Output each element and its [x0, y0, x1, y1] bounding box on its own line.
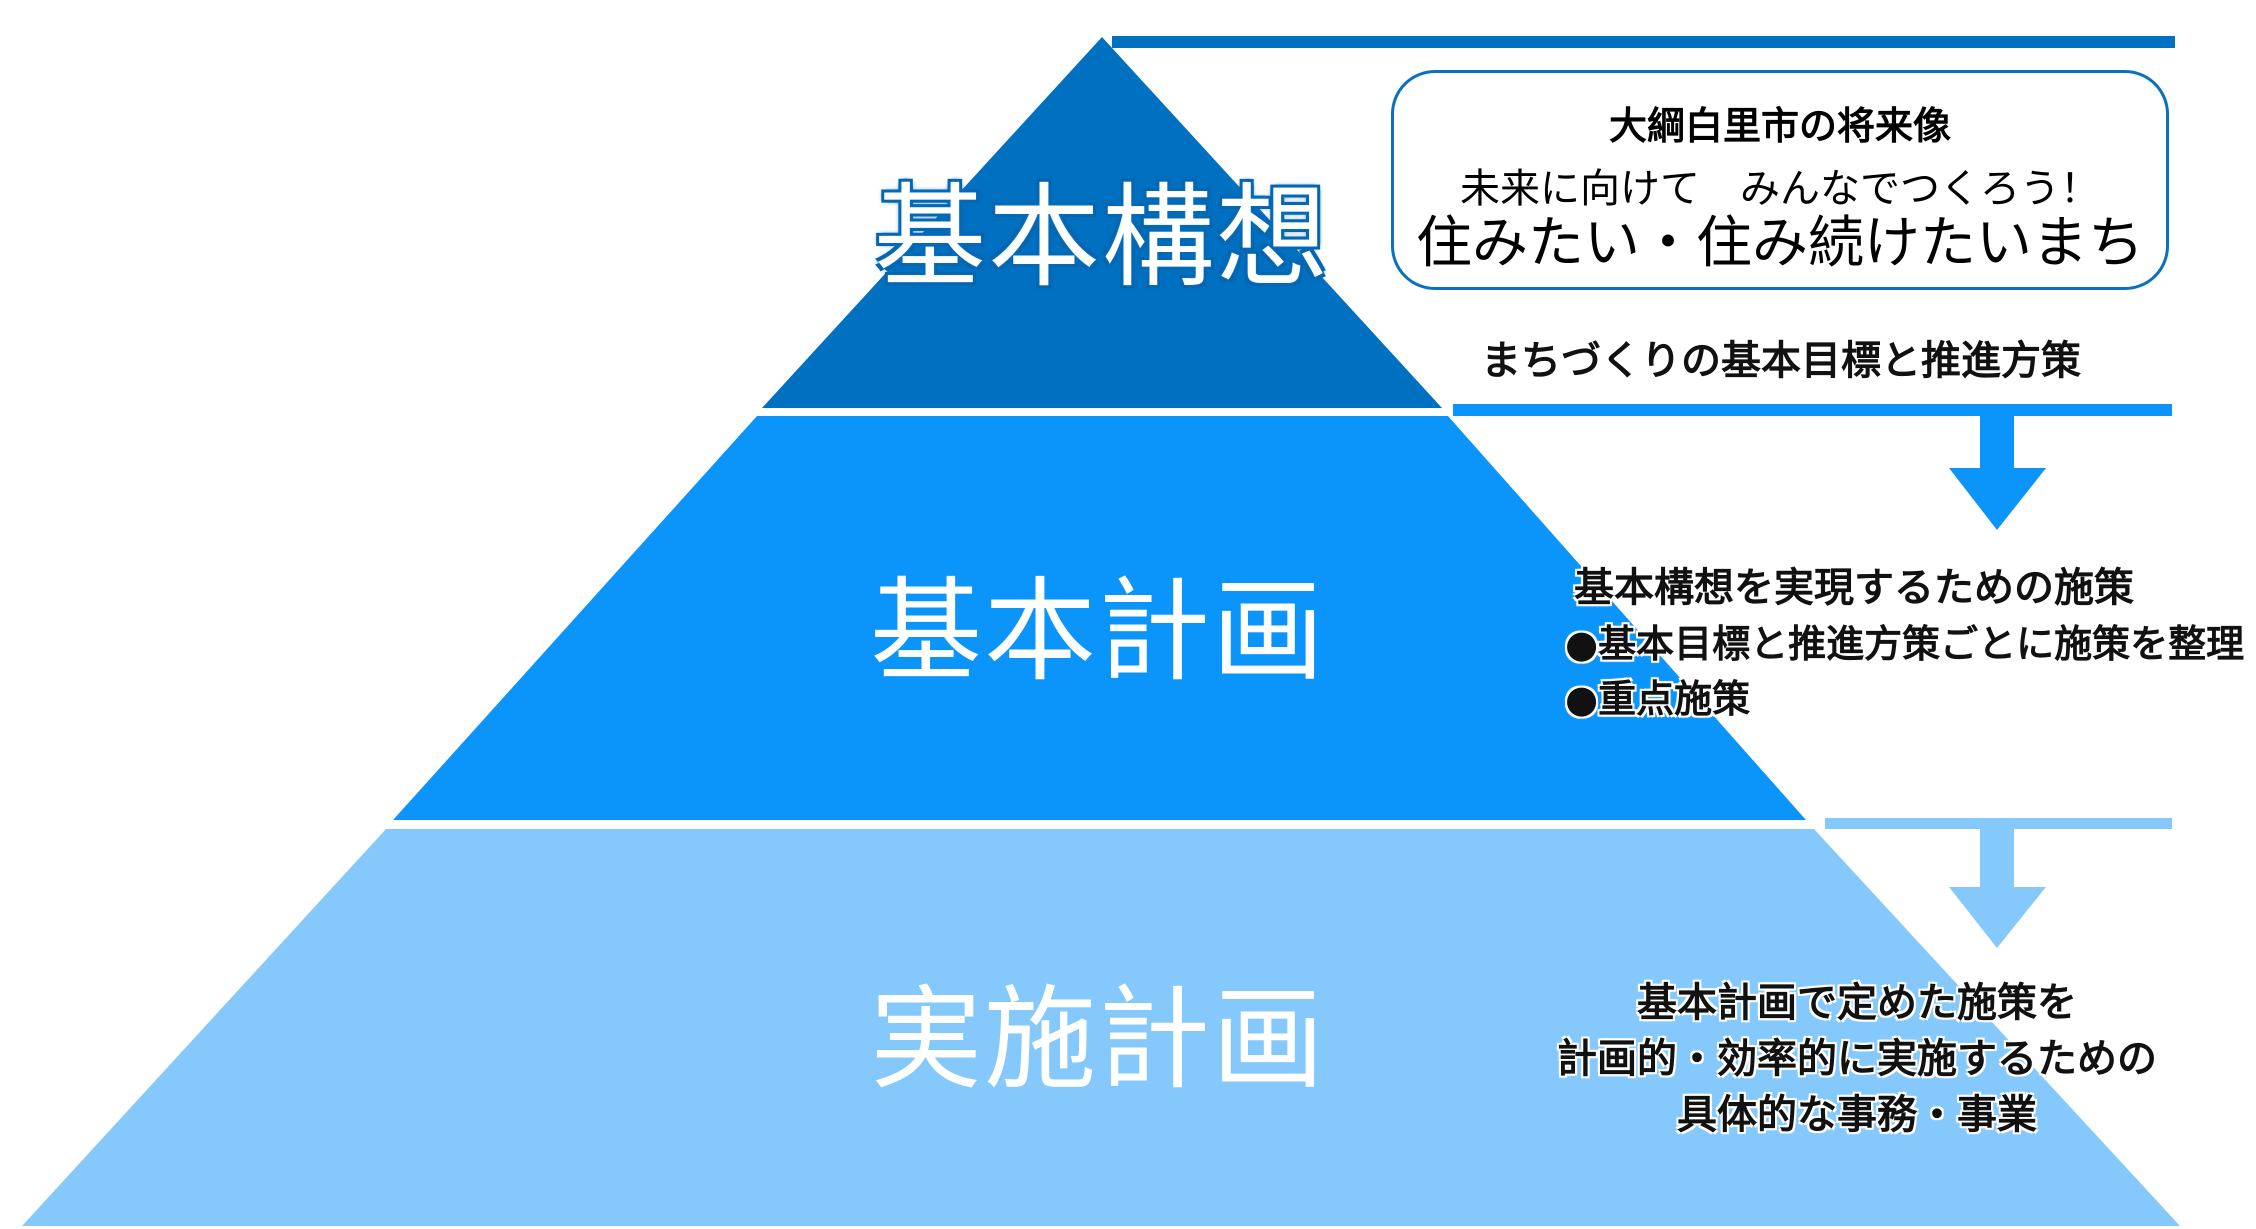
- vision-subtitle: 未来に向けて みんなでつくろう！: [1460, 166, 2100, 212]
- vision-heading: 大綱白里市の将来像: [1608, 104, 1951, 148]
- implementation-description-line: 計画的・効率的に実施するための: [1557, 1036, 2157, 1082]
- basic-concept-description: まちづくりの基本目標と推進方策: [1481, 338, 2081, 384]
- arrow-down-icon: [1949, 416, 2046, 530]
- basic-plan-bullet: ●重点施策: [1565, 677, 1751, 721]
- arrow-down-icon: [1949, 829, 2046, 948]
- tier-implementation-shape: [22, 829, 2180, 1226]
- implementation-description-line: 基本計画で定めた施策を: [1637, 980, 2077, 1026]
- vision-box: 大綱白里市の将来像 未来に向けて みんなでつくろう！ 住みたい・住み続けたいまち: [1391, 70, 2169, 290]
- tier-label-basic-concept: 基本構想: [874, 173, 1330, 303]
- tier-basic-concept-shape: [762, 37, 1442, 408]
- lower-connector-bar: [1825, 818, 2172, 829]
- tier-label-implementation-plan: 実施計画: [870, 975, 1326, 1105]
- vision-slogan: 住みたい・住み続けたいまち: [1416, 211, 2144, 276]
- implementation-description-line: 具体的な事務・事業: [1677, 1092, 2037, 1138]
- middle-connector-bar: [1453, 404, 2172, 416]
- basic-plan-bullet: ●基本目標と推進方策ごとに施策を整理: [1565, 622, 2245, 666]
- top-connector-bar: [1112, 36, 2175, 48]
- tier-basic-plan-shape: [393, 416, 1806, 820]
- basic-plan-description: 基本構想を実現するための施策: [1574, 565, 2134, 611]
- tier-label-basic-plan: 基本計画: [870, 567, 1326, 697]
